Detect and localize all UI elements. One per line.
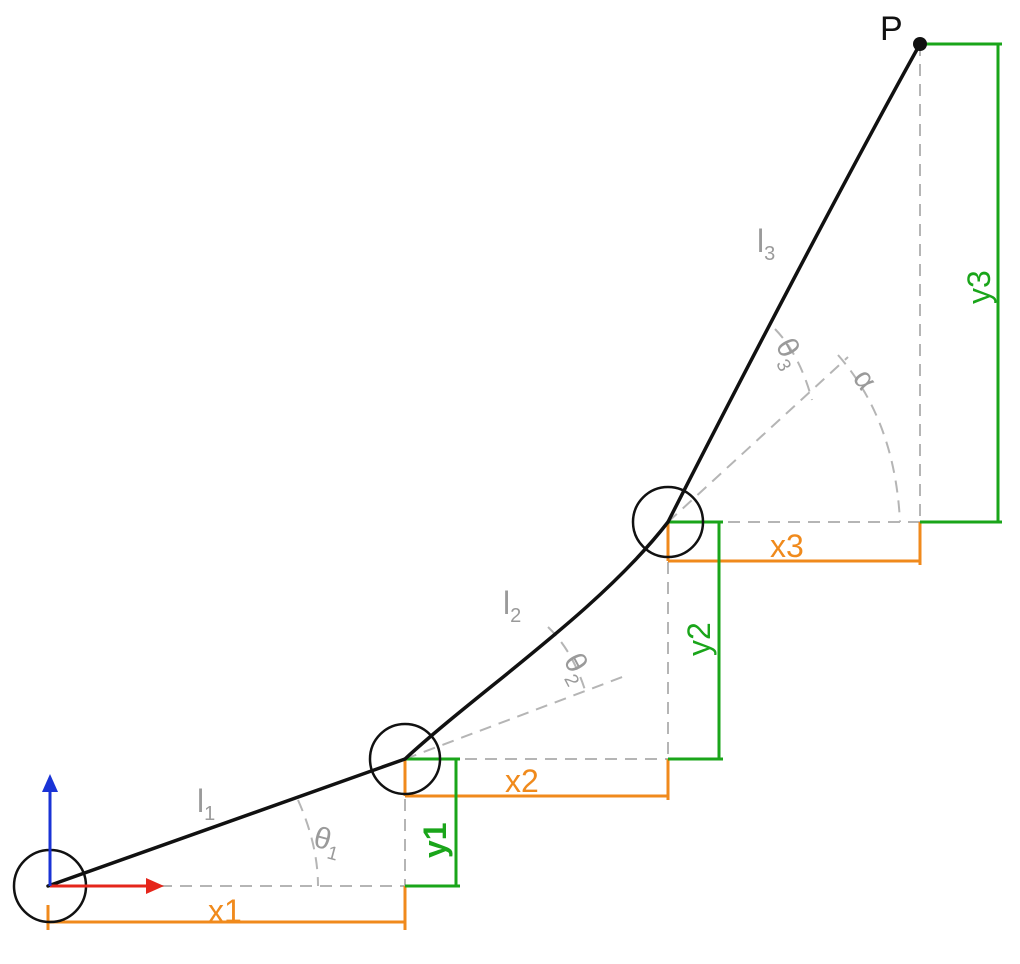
link-1-label: l1 xyxy=(197,783,215,825)
arm-links xyxy=(46,42,922,888)
link-2-label: l2 xyxy=(503,585,521,627)
theta2-arc xyxy=(547,626,586,691)
endpoint-p-dot xyxy=(913,37,927,51)
y3-label: y3 xyxy=(961,270,997,304)
x1-label: x1 xyxy=(208,893,242,929)
link-1 xyxy=(46,757,407,888)
joint-2-circle xyxy=(368,722,442,796)
point-p-label: P xyxy=(880,10,903,48)
x3-label: x3 xyxy=(770,528,804,564)
theta3-arc xyxy=(774,328,813,401)
coordinate-frame xyxy=(42,774,164,894)
dashed-reference-lines xyxy=(160,44,921,887)
alpha-arc xyxy=(837,354,901,523)
y-axis-arrow-head xyxy=(42,774,58,792)
joints xyxy=(12,485,705,924)
x-axis-arrow-head xyxy=(146,878,164,894)
theta-3-label: θ3 xyxy=(764,333,811,375)
link-2 xyxy=(403,520,670,761)
x-dimensions xyxy=(46,522,922,930)
y-dimensions xyxy=(405,42,1002,888)
y1-label: y1 xyxy=(417,822,453,858)
link-3-label: l3 xyxy=(757,223,775,265)
theta-2-label: θ2 xyxy=(552,648,599,690)
joint-3-circle xyxy=(631,485,705,559)
link-3 xyxy=(666,42,922,524)
x2-label: x2 xyxy=(505,763,539,799)
theta1-arc xyxy=(297,799,319,887)
link3-extension-line xyxy=(667,356,849,523)
y2-label: y2 xyxy=(681,622,717,656)
theta-1-label: θ1 xyxy=(309,821,345,866)
